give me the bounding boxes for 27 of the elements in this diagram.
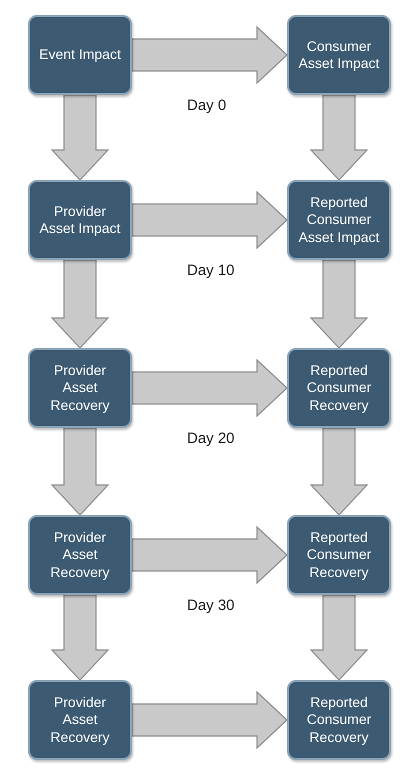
- process-box: Event Impact: [28, 15, 132, 95]
- block-arrow: [131, 358, 288, 418]
- day-label: Day 0: [187, 97, 226, 114]
- process-box: Reported Consumer Asset Impact: [287, 180, 391, 260]
- block-arrow: [310, 594, 368, 681]
- block-arrow: [310, 427, 368, 516]
- process-box: Provider Asset Recovery: [28, 680, 132, 760]
- day-label: Day 30: [187, 597, 235, 614]
- block-arrow: [50, 594, 110, 681]
- block-arrow: [310, 94, 368, 181]
- process-box: Provider Asset Recovery: [28, 515, 132, 595]
- process-box: Consumer Asset Impact: [287, 15, 391, 95]
- block-arrow: [131, 190, 288, 250]
- day-label: Day 20: [187, 430, 235, 447]
- process-box: Reported Consumer Recovery: [287, 348, 391, 428]
- block-arrow: [131, 26, 288, 84]
- block-arrow: [310, 259, 368, 349]
- process-box: Provider Asset Recovery: [28, 348, 132, 428]
- day-label: Day 10: [187, 262, 235, 279]
- process-box: Reported Consumer Recovery: [287, 680, 391, 760]
- block-arrow: [50, 94, 110, 181]
- block-arrow: [50, 427, 110, 516]
- block-arrow: [50, 259, 110, 349]
- process-box: Provider Asset Impact: [28, 180, 132, 260]
- process-box: Reported Consumer Recovery: [287, 515, 391, 595]
- block-arrow: [131, 690, 288, 750]
- block-arrow: [131, 526, 288, 584]
